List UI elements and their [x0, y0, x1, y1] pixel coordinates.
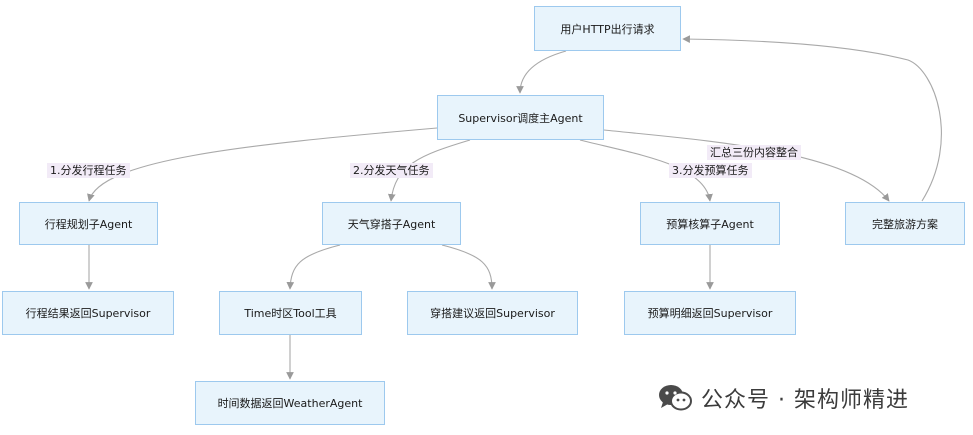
node-time-return: 时间数据返回WeatherAgent [195, 381, 385, 425]
edge-supervisor-to-itinerary [87, 127, 438, 202]
node-user-request: 用户HTTP出行请求 [534, 6, 681, 51]
edge-label-merge: 汇总三份内容整合 [707, 145, 801, 160]
edge-label-dispatch-itinerary: 1.分发行程任务 [47, 163, 130, 178]
edge-weather-to-outfit [441, 244, 496, 290]
watermark: 公众号 · 架构师精进 [657, 380, 909, 416]
node-budget-agent: 预算核算子Agent [640, 202, 780, 245]
node-supervisor: Supervisor调度主Agent [437, 95, 604, 140]
node-budget-return: 预算明细返回Supervisor [624, 291, 796, 335]
watermark-text: 公众号 · 架构师精进 [701, 388, 909, 413]
node-itinerary-agent: 行程规划子Agent [19, 202, 158, 245]
edge-supervisor-to-weather [387, 139, 471, 202]
wechat-icon [659, 385, 692, 411]
edge-label-dispatch-budget: 3.分发预算任务 [669, 163, 752, 178]
edge-supervisor-to-budget [579, 139, 713, 202]
edge-label-dispatch-weather: 2.分发天气任务 [350, 163, 433, 178]
node-time-tool: Time时区Tool工具 [219, 291, 362, 335]
edge-final-to-request [682, 35, 942, 202]
node-outfit-return: 穿搭建议返回Supervisor [407, 291, 578, 335]
node-final-plan: 完整旅游方案 [845, 202, 965, 245]
node-itinerary-return: 行程结果返回Supervisor [2, 291, 174, 335]
node-weather-agent: 天气穿搭子Agent [322, 202, 461, 245]
edge-weather-to-time-tool [286, 244, 341, 290]
edge-request-to-supervisor [516, 50, 567, 94]
